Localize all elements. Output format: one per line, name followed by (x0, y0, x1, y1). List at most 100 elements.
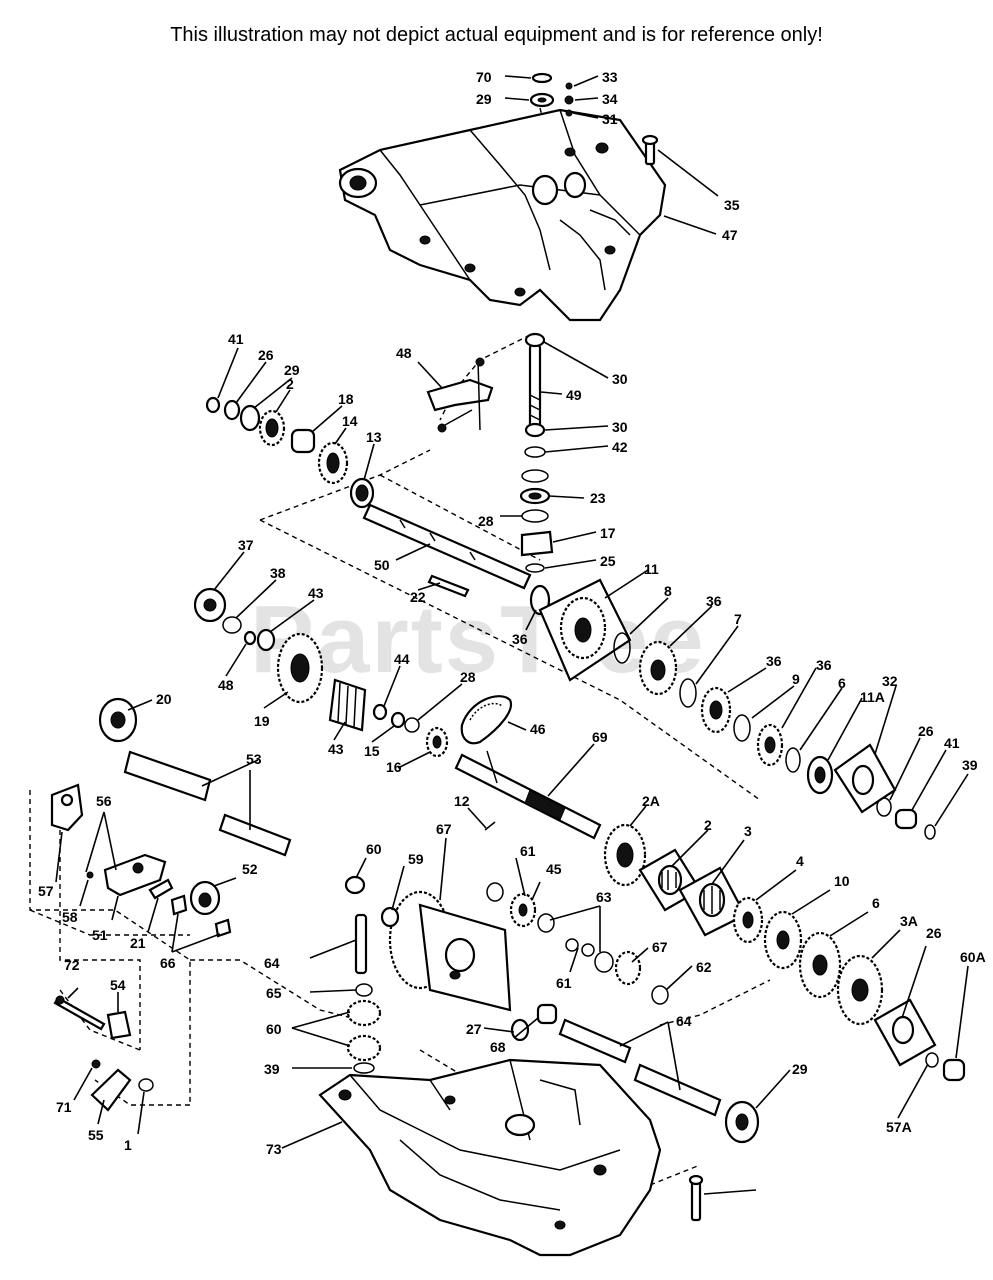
callout-label: 41 (228, 331, 244, 347)
callout-label: 29 (476, 91, 492, 107)
callout-label: 42 (612, 439, 628, 455)
callout-label: 72 (64, 957, 80, 973)
callout-label: 61 (556, 975, 572, 991)
differential-assembly (344, 821, 760, 1144)
callout-label: 7 (734, 611, 742, 627)
shift-fork-assembly (426, 332, 554, 573)
callout-label: 48 (396, 345, 412, 361)
callout-labels: 70 29 33 34 31 35 47 41 26 29 2 18 14 13… (38, 69, 986, 1157)
callout-label: 51 (92, 927, 108, 943)
leader-lines (55, 75, 969, 1195)
callout-label: 22 (410, 589, 426, 605)
callout-label: 21 (130, 935, 146, 951)
callout-label: 46 (530, 721, 546, 737)
callout-label: 6 (838, 675, 846, 691)
callout-label: 45 (546, 861, 562, 877)
upper-housing (338, 108, 667, 322)
watermark-trademark: ™ (712, 599, 723, 611)
callout-label: 28 (460, 669, 476, 685)
callout-label: 12 (454, 793, 470, 809)
callout-label: 43 (308, 585, 324, 601)
callout-label: 43 (328, 741, 344, 757)
callout-label: 32 (882, 673, 898, 689)
callout-label: 2A (642, 793, 660, 809)
callout-label: 4 (796, 853, 804, 869)
callout-label: 69 (592, 729, 608, 745)
callout-label: 56 (96, 793, 112, 809)
callout-label: 49 (566, 387, 582, 403)
callout-label: 68 (490, 1039, 506, 1055)
callout-label: 30 (612, 371, 628, 387)
callout-label: 60 (366, 841, 382, 857)
callout-label: 28 (478, 513, 494, 529)
callout-label: 20 (156, 691, 172, 707)
callout-label: 3A (900, 913, 918, 929)
countershaft (454, 750, 647, 887)
callout-label: 2 (286, 376, 294, 392)
callout-label: 59 (408, 851, 424, 867)
callout-label: 29 (792, 1061, 808, 1077)
callout-label: 26 (918, 723, 934, 739)
callout-label: 47 (722, 227, 738, 243)
callout-label: 19 (254, 713, 270, 729)
callout-label: 18 (338, 391, 354, 407)
callout-label: 11A (860, 689, 885, 705)
callout-label: 10 (834, 873, 850, 889)
callout-label: 65 (266, 985, 282, 1001)
callout-label: 29 (284, 362, 300, 378)
callout-label: 6 (872, 895, 880, 911)
callout-label: 36 (816, 657, 832, 673)
callout-label: 1 (124, 1137, 132, 1153)
callout-label: 36 (512, 631, 528, 647)
callout-label: 15 (364, 743, 380, 759)
disclaimer-text: This illustration may not depict actual … (170, 24, 823, 46)
upper-gear-stack (205, 396, 375, 509)
callout-label: 26 (926, 925, 942, 941)
callout-label: 54 (110, 977, 126, 993)
callout-label: 30 (612, 419, 628, 435)
top-fasteners (529, 72, 659, 166)
callout-label: 61 (520, 843, 536, 859)
callout-label: 9 (792, 671, 800, 687)
callout-label: 48 (218, 677, 234, 693)
callout-label: 35 (724, 197, 740, 213)
callout-label: 26 (258, 347, 274, 363)
callout-label: 34 (602, 91, 618, 107)
drive-chain (460, 695, 513, 745)
callout-label: 37 (238, 537, 254, 553)
callout-label: 64 (676, 1013, 692, 1029)
callout-label: 41 (944, 735, 960, 751)
callout-label: 71 (56, 1099, 72, 1115)
callout-label: 13 (366, 429, 382, 445)
callout-label: 17 (600, 525, 616, 541)
callout-label: 63 (596, 889, 612, 905)
callout-label: 60 (266, 1021, 282, 1037)
callout-label: 58 (62, 909, 78, 925)
callout-label: 53 (246, 751, 262, 767)
callout-label: 57 (38, 883, 54, 899)
callout-label: 44 (394, 651, 410, 667)
callout-label: 67 (436, 821, 452, 837)
callout-label: 27 (466, 1021, 482, 1037)
callout-label: 23 (590, 490, 606, 506)
callout-label: 73 (266, 1141, 282, 1157)
callout-label: 31 (602, 111, 618, 127)
left-gear-stack (98, 587, 449, 857)
callout-label: 52 (242, 861, 258, 877)
callout-label: 62 (696, 959, 712, 975)
callout-label: 16 (386, 759, 402, 775)
callout-label: 55 (88, 1127, 104, 1143)
callout-label: 66 (160, 955, 176, 971)
callout-label: 39 (962, 757, 978, 773)
callout-label: 38 (270, 565, 286, 581)
callout-label: 60A (960, 949, 986, 965)
callout-label: 50 (374, 557, 390, 573)
callout-label: 8 (664, 583, 672, 599)
callout-label: 2 (704, 817, 712, 833)
callout-label: 14 (342, 413, 358, 429)
callout-label: 33 (602, 69, 618, 85)
lower-gear-stack (638, 848, 966, 1082)
callout-label: 70 (476, 69, 492, 85)
lower-housing (318, 1058, 704, 1257)
